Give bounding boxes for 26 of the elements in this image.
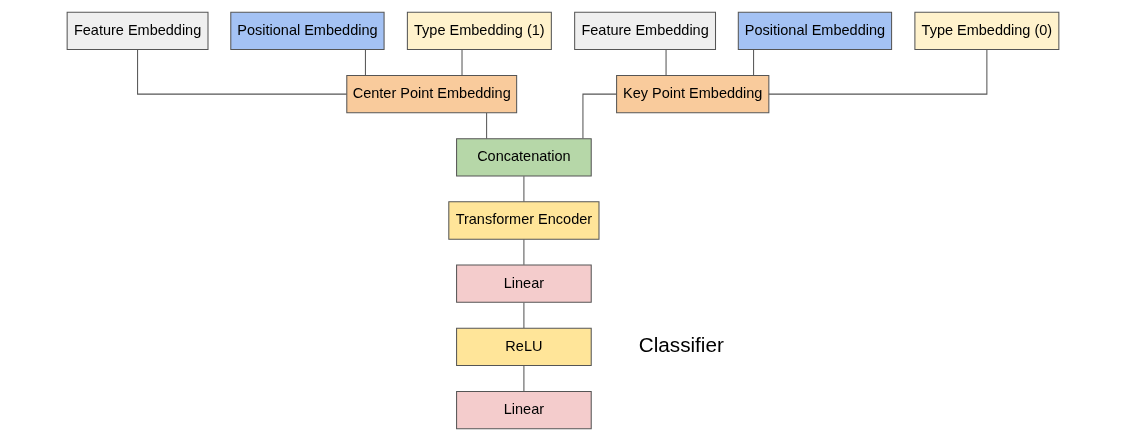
node-box: Transformer Encoder: [447, 201, 599, 240]
connector: [522, 365, 524, 392]
connector: [522, 238, 524, 266]
connector: [752, 49, 754, 76]
node-box: Linear: [455, 264, 592, 303]
connector: [485, 112, 487, 139]
label: Classifier: [638, 333, 724, 357]
connector: [665, 49, 667, 76]
node-box: Type Embedding (0): [913, 11, 1059, 51]
node-box: Linear: [455, 390, 592, 430]
connector: [522, 302, 524, 329]
node-box: Positional Embedding: [229, 11, 385, 51]
connector: [767, 49, 987, 95]
node-box: Center Point Embedding: [345, 75, 517, 114]
node-box: Key Point Embedding: [615, 75, 769, 114]
connector: [522, 175, 524, 203]
connector: [136, 49, 347, 95]
connector: [461, 49, 463, 76]
node-box: ReLU: [455, 327, 592, 366]
node-box: Feature Embedding: [66, 11, 208, 51]
node-box: Concatenation: [455, 138, 592, 177]
node-box: Feature Embedding: [573, 11, 716, 51]
node-box: Positional Embedding: [737, 11, 892, 51]
connector: [364, 49, 366, 76]
node-box: Type Embedding (1): [406, 11, 552, 51]
connector: [581, 93, 617, 139]
